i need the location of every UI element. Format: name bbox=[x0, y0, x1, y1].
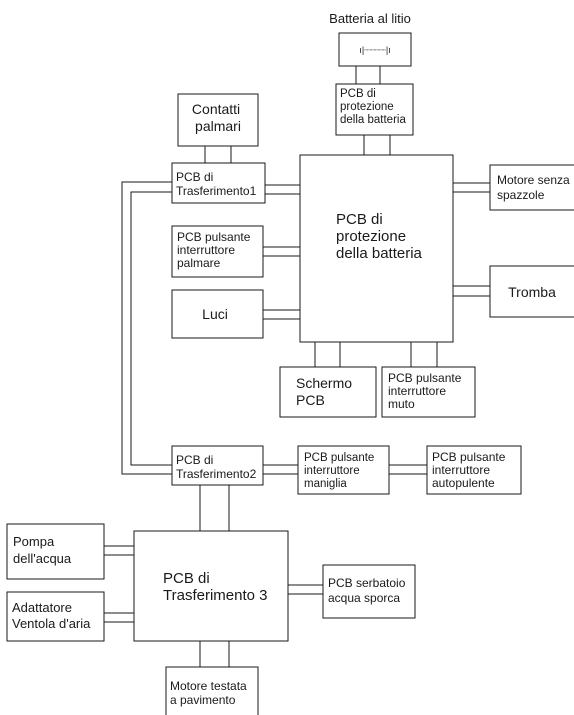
pompa-acqua-line-2: dell'acqua bbox=[13, 551, 72, 566]
pcb-protezione-batteria-small-label: PCB di protezione della batteria bbox=[340, 88, 406, 126]
contatti-palmari-line-2: palmari bbox=[195, 118, 241, 134]
wire-t1-t2-inner bbox=[130, 191, 172, 466]
pcb-protezione-batteria-main-label: PCB di protezione della batteria bbox=[336, 211, 423, 262]
motore-senza-spazzole-line-2: spazzole bbox=[497, 188, 545, 202]
pcb-serbatoio-line-2: acqua sporca bbox=[328, 591, 400, 605]
pcb-pulsante-muto-label: PCB pulsante interruttore muto bbox=[388, 371, 465, 411]
motore-testata-label: Motore testata a pavimento bbox=[170, 679, 250, 707]
pcb-trasferimento-1-line-1: PCB di bbox=[176, 170, 213, 184]
pcb-pulsante-muto-line-2: interruttore bbox=[388, 384, 446, 398]
motore-testata-line-1: Motore testata bbox=[170, 679, 247, 693]
pcb-serbatoio-acqua-sporca bbox=[322, 564, 416, 619]
pcb-trasferimento-2 bbox=[171, 445, 264, 486]
pcb-pulsante-autopulente-label: PCB pulsante interruttore autopulente bbox=[432, 450, 509, 490]
pcb-pulsante-palmare-label: PCB pulsante interruttore palmare bbox=[177, 230, 254, 270]
pcb-pulsante-maniglia-line-2: interruttore bbox=[304, 465, 360, 477]
adattatore-ventola-line-1: Adattatore bbox=[12, 600, 72, 615]
motore-testata-line-2: a pavimento bbox=[170, 693, 236, 707]
pcb-pulsante-palmare-line-3: palmare bbox=[177, 256, 221, 270]
pcb-pulsante-maniglia-line-1: PCB pulsante bbox=[304, 452, 374, 464]
pcb-protezione-main-line-1: PCB di bbox=[336, 211, 383, 228]
pcb-pulsante-autopulente-line-1: PCB pulsante bbox=[432, 450, 506, 464]
pcb-protezione-main-line-3: della batteria bbox=[336, 245, 423, 262]
pcb-protezione-small-line-2: protezione bbox=[340, 101, 394, 113]
pcb-protezione-small-line-1: PCB di bbox=[340, 88, 376, 100]
luci bbox=[171, 289, 264, 339]
schermo-pcb-label: Schermo PCB bbox=[296, 375, 356, 408]
adattatore-ventola-aria bbox=[6, 591, 105, 642]
schermo-pcb-line-1: Schermo bbox=[296, 375, 352, 391]
pcb-pulsante-muto-line-1: PCB pulsante bbox=[388, 371, 462, 385]
motore-senza-spazzole-line-1: Motore senza bbox=[497, 173, 570, 187]
contatti-palmari bbox=[177, 93, 259, 147]
battery-icon: ı|┈┈┈┈|ı bbox=[359, 45, 390, 55]
pcb-trasferimento-1-line-2: Trasferimento1 bbox=[176, 184, 257, 198]
pcb-pulsante-interruttore-autopulente bbox=[426, 445, 522, 495]
pcb-trasferimento-2-line-2: Trasferimento2 bbox=[176, 467, 257, 481]
motore-senza-spazzole-label: Motore senza spazzole bbox=[497, 173, 573, 202]
pcb-pulsante-interruttore-maniglia bbox=[297, 445, 390, 495]
pcb-trasferimento-1-label: PCB di Trasferimento1 bbox=[176, 170, 257, 198]
pcb-pulsante-autopulente-line-2: interruttore bbox=[432, 463, 490, 477]
schermo-pcb-line-2: PCB bbox=[296, 392, 325, 408]
pcb-pulsante-maniglia-label: PCB pulsante interruttore maniglia bbox=[304, 452, 378, 490]
wire-t1-t2-outer bbox=[121, 181, 172, 475]
motore-testata-pavimento bbox=[165, 666, 259, 715]
pcb-pulsante-muto-line-3: muto bbox=[388, 397, 415, 411]
adattatore-ventola-line-2: Ventola d'aria bbox=[12, 616, 91, 631]
contatti-palmari-label: Contatti palmari bbox=[192, 101, 244, 134]
wires bbox=[104, 66, 490, 667]
pcb-trasferimento-3-line-2: Trasferimento 3 bbox=[163, 587, 267, 604]
pcb-pulsante-maniglia-line-3: maniglia bbox=[304, 478, 347, 490]
pompa-acqua-label: Pompa dell'acqua bbox=[13, 534, 72, 566]
pcb-pulsante-interruttore-palmare bbox=[171, 225, 264, 278]
pcb-trasferimento-2-line-1: PCB di bbox=[176, 453, 213, 467]
pcb-protezione-batteria-main bbox=[299, 154, 454, 343]
pcb-protezione-batteria-small bbox=[335, 83, 414, 136]
pcb-trasferimento-2-label: PCB di Trasferimento2 bbox=[176, 453, 257, 481]
adattatore-ventola-label: Adattatore Ventola d'aria bbox=[12, 600, 91, 631]
pcb-trasferimento-3-label: PCB di Trasferimento 3 bbox=[163, 570, 267, 604]
pcb-pulsante-palmare-line-1: PCB pulsante bbox=[177, 230, 251, 244]
diagram-title: Batteria al litio bbox=[329, 11, 411, 26]
pcb-protezione-main-line-2: protezione bbox=[336, 228, 406, 245]
pcb-serbatoio-label: PCB serbatoio acqua sporca bbox=[328, 576, 409, 605]
pcb-pulsante-palmare-line-2: interruttore bbox=[177, 243, 235, 257]
motore-senza-spazzole bbox=[489, 164, 574, 211]
pcb-trasferimento-3-line-1: PCB di bbox=[163, 570, 210, 587]
pcb-trasferimento-1 bbox=[171, 162, 266, 204]
pcb-pulsante-autopulente-line-3: autopulente bbox=[432, 476, 495, 490]
pcb-trasferimento-3 bbox=[133, 530, 289, 642]
battery-box bbox=[338, 32, 412, 67]
pcb-pulsante-interruttore-muto bbox=[381, 366, 476, 418]
tromba bbox=[489, 265, 574, 318]
pcb-protezione-small-line-3: della batteria bbox=[340, 114, 406, 126]
tromba-label: Tromba bbox=[508, 284, 556, 300]
pcb-serbatoio-line-1: PCB serbatoio bbox=[328, 576, 406, 590]
contatti-palmari-line-1: Contatti bbox=[192, 101, 240, 117]
schermo-pcb bbox=[279, 366, 377, 418]
luci-label: Luci bbox=[202, 306, 228, 322]
pompa-acqua bbox=[6, 523, 105, 580]
pompa-acqua-line-1: Pompa bbox=[13, 534, 55, 549]
